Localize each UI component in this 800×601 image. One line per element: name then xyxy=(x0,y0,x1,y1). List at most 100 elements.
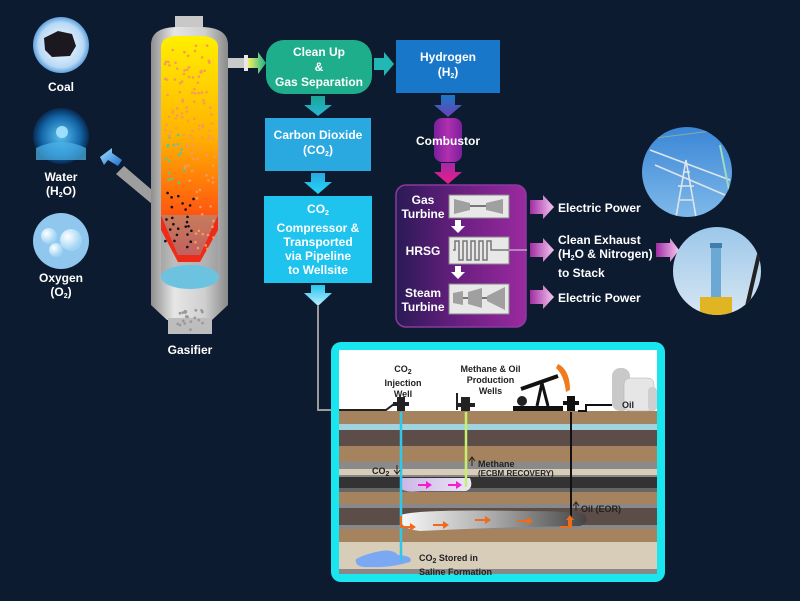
ash-particle xyxy=(201,321,204,325)
particle xyxy=(197,75,201,78)
particle xyxy=(167,60,170,64)
particle xyxy=(176,114,179,117)
particle xyxy=(191,129,194,133)
oil-flow-arrows xyxy=(400,515,574,531)
co2-box: Carbon Dioxide (CO2) xyxy=(273,127,363,158)
particle xyxy=(204,244,208,247)
particle xyxy=(166,191,169,195)
particle xyxy=(197,91,200,95)
ash-particle xyxy=(186,315,189,319)
particle xyxy=(191,144,195,147)
particle xyxy=(188,204,192,207)
particle xyxy=(198,188,202,192)
particle xyxy=(175,107,179,110)
particle xyxy=(171,109,175,113)
particle xyxy=(171,48,175,52)
particle xyxy=(190,151,193,155)
particle xyxy=(201,232,204,236)
particle xyxy=(167,115,171,119)
particle xyxy=(213,155,216,159)
particle xyxy=(209,205,213,208)
particle xyxy=(205,44,209,47)
particle xyxy=(182,133,186,137)
particle xyxy=(196,246,200,250)
particle xyxy=(177,153,181,157)
particle xyxy=(185,68,189,72)
oxygen-formula: (O2) xyxy=(50,285,72,300)
particle xyxy=(166,143,170,147)
ash-particle xyxy=(181,319,185,323)
combustor-shape xyxy=(434,118,462,162)
particle xyxy=(172,222,175,226)
hrsg-icon xyxy=(448,236,527,265)
hydrogen-box: Hydrogen (H2) xyxy=(419,49,476,80)
particle xyxy=(208,129,212,132)
particle xyxy=(185,220,189,224)
particle xyxy=(186,233,189,236)
particle xyxy=(170,177,174,181)
particle xyxy=(184,208,187,211)
particle xyxy=(168,64,171,67)
arrow-to-hydrogen xyxy=(374,52,394,76)
particle xyxy=(212,219,215,223)
particle xyxy=(165,123,168,127)
compressor-box-shape xyxy=(264,196,372,283)
particle xyxy=(182,168,186,172)
particle xyxy=(189,134,192,138)
co2-saline-plume xyxy=(355,550,411,568)
particle xyxy=(174,126,178,130)
electric-power-label-2: Electric Power xyxy=(558,291,641,305)
particle xyxy=(210,112,213,116)
gasifier-particles xyxy=(163,44,216,331)
oil-eor-label: Oil (EOR) xyxy=(581,504,621,514)
water-formula: (H2O) xyxy=(46,184,76,199)
clean-exhaust-label: Clean Exhaust (H2O & Nitrogen) to Stack xyxy=(558,233,653,280)
particle xyxy=(211,181,215,184)
particle xyxy=(198,145,202,149)
particle xyxy=(178,81,182,85)
particle xyxy=(192,150,195,154)
particle xyxy=(208,61,211,64)
particle xyxy=(193,49,197,53)
ash-particle xyxy=(183,310,187,314)
particle xyxy=(195,190,199,194)
particle xyxy=(212,236,215,239)
oil-tanks-icon xyxy=(612,368,657,412)
oxygen-label-text: Oxygen xyxy=(38,271,83,285)
particle xyxy=(187,164,190,167)
arrow-clean-exhaust xyxy=(530,238,554,262)
particle xyxy=(187,66,191,69)
particle xyxy=(170,196,173,199)
particle xyxy=(201,126,205,129)
particle xyxy=(189,240,193,243)
oil-tank-label: Oil xyxy=(622,400,635,410)
arrow-to-pipeline xyxy=(304,285,332,306)
particle xyxy=(194,240,197,244)
particle xyxy=(180,112,184,115)
ash-particle xyxy=(194,308,198,312)
particle xyxy=(181,100,184,103)
particle xyxy=(190,169,194,173)
particle xyxy=(185,106,188,109)
particle xyxy=(173,239,176,243)
gas-turbine-icon xyxy=(448,194,510,219)
particle xyxy=(190,229,193,233)
particle xyxy=(192,100,196,103)
ash-particle xyxy=(201,310,204,314)
particle xyxy=(206,233,210,237)
injection-wellhead-icon xyxy=(393,397,409,411)
particle xyxy=(201,123,204,127)
particle xyxy=(182,72,186,76)
particle xyxy=(184,225,188,228)
particle xyxy=(163,62,167,66)
particle xyxy=(197,124,201,127)
methane-wellhead-icon xyxy=(456,393,475,411)
particle xyxy=(181,202,184,205)
arrow-to-power-block xyxy=(434,163,462,184)
particle xyxy=(173,78,177,81)
particle xyxy=(174,61,177,64)
particle xyxy=(184,164,187,168)
particle xyxy=(212,137,215,141)
compressor-box: CO2 Compressor &Transported via Pipeline… xyxy=(276,202,360,277)
